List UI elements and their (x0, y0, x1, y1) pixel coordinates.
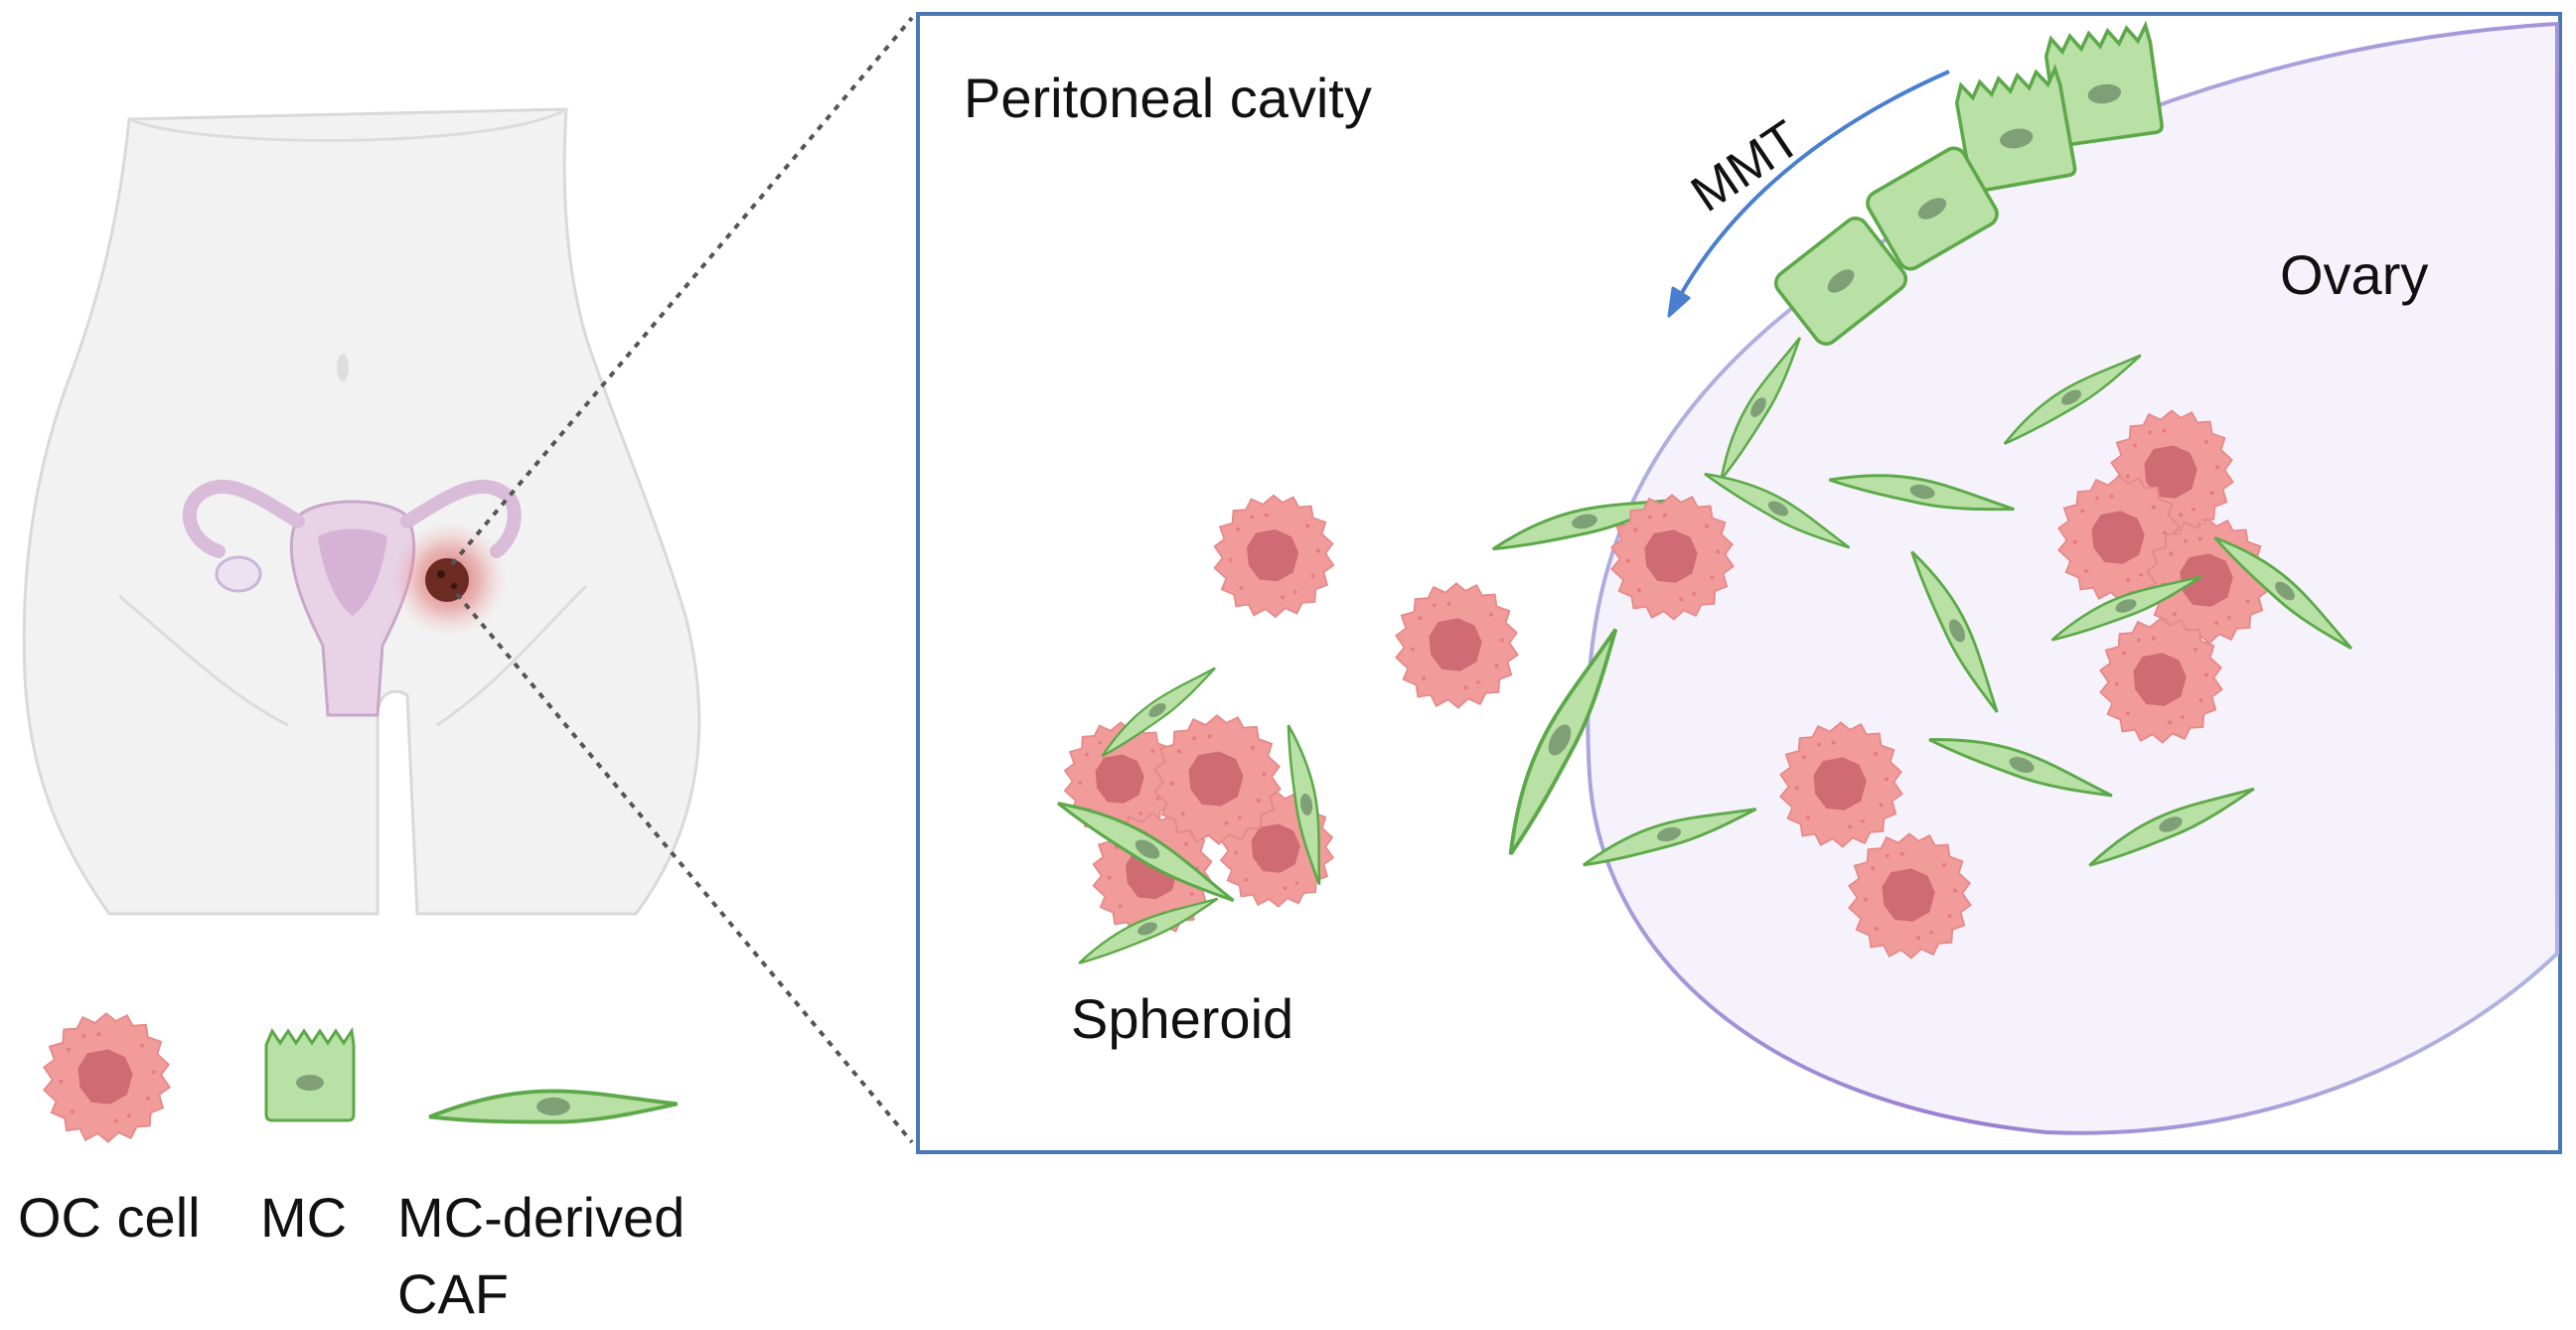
spheroid-label: Spheroid (1071, 987, 1293, 1050)
tumor-icon (391, 521, 507, 637)
legend-mc-label: MC (260, 1186, 347, 1249)
ovary-label: Ovary (2280, 243, 2428, 306)
oc-cell-icon (43, 1012, 171, 1143)
peritoneal-cavity-label: Peritoneal cavity (964, 67, 1372, 129)
legend-caf-label-line1: MC-derived (397, 1186, 684, 1249)
mc-cell-icon (264, 1029, 356, 1122)
uterus-icon (182, 479, 522, 717)
caf-cell-icon (427, 1089, 680, 1124)
legend-caf-label-line2: CAF (397, 1262, 509, 1325)
zoom-connector-lines (450, 16, 914, 1144)
mmt-arrow-icon (1667, 70, 1950, 318)
legend-oc-cell-label: OC cell (18, 1186, 201, 1249)
legend: OC cell MC MC-derived CAF (18, 1012, 684, 1325)
